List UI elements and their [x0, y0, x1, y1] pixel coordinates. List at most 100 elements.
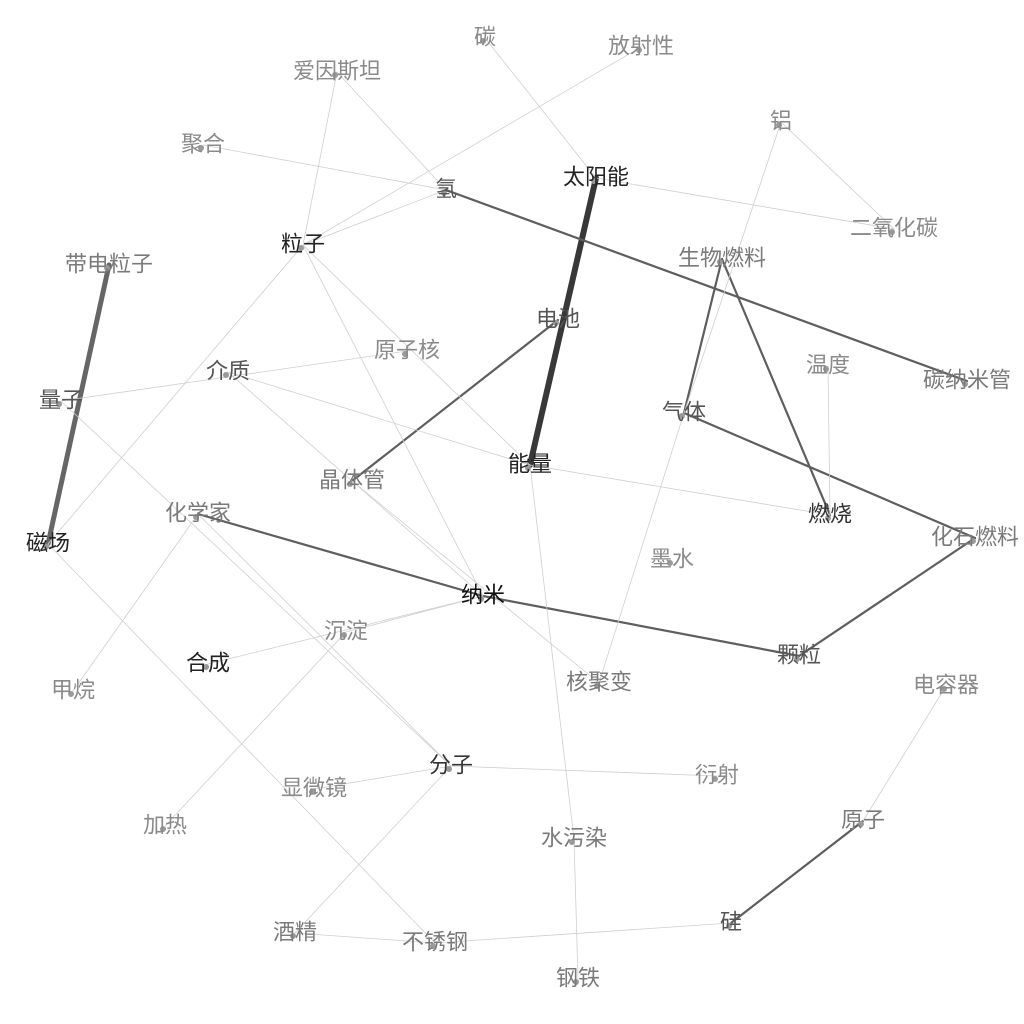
- edge-capacitor-atom: [862, 685, 947, 822]
- node-dot-charged_particle: [104, 265, 110, 271]
- node-dot-chemist: [193, 514, 199, 520]
- graph-node-labels: 碳放射性爱因斯坦铝聚合太阳能氢二氧化碳粒子生物燃料带电粒子电池原子核温度碳纳米管…: [26, 26, 1019, 992]
- node-label-polymerize: 聚合: [181, 133, 225, 158]
- node-label-nanotube: 碳纳米管: [923, 369, 1011, 394]
- node-label-battery: 电池: [536, 308, 580, 333]
- edge-molecule-alcohol: [294, 765, 452, 934]
- edge-chemist-nano: [196, 512, 485, 598]
- node-label-einstein: 爱因斯坦: [293, 60, 381, 85]
- node-label-synthesis: 合成: [186, 652, 230, 677]
- node-dot-precipitate: [341, 632, 347, 638]
- node-dot-co2: [889, 229, 895, 235]
- node-label-energy: 能量: [508, 453, 552, 478]
- graph-node-dots: [43, 38, 976, 985]
- node-label-medium: 介质: [206, 360, 250, 385]
- node-dot-nucleus: [402, 351, 408, 357]
- node-label-steel: 钢铁: [556, 967, 600, 992]
- node-dot-nanotube: [962, 381, 968, 387]
- node-label-solar: 太阳能: [563, 166, 629, 191]
- node-label-capacitor: 电容器: [913, 674, 979, 699]
- node-label-transistor: 晶体管: [319, 469, 385, 494]
- node-dot-stainless: [430, 943, 436, 949]
- edge-charged_particle-magnetic: [45, 262, 112, 547]
- node-dot-microscope: [309, 789, 315, 795]
- edge-nano-synthesis: [207, 595, 484, 665]
- edge-polymerize-hydrogen: [202, 144, 447, 191]
- edge-particle-magnetic: [47, 244, 304, 545]
- node-dot-quantum: [56, 401, 62, 407]
- edge-solar-energy: [527, 175, 599, 468]
- edge-stainless-silicon: [434, 922, 732, 944]
- node-label-precipitate: 沉淀: [324, 620, 368, 645]
- node-dot-medium: [223, 372, 229, 378]
- edge-aluminum-gas: [683, 121, 782, 414]
- node-label-aluminum: 铝: [770, 110, 792, 135]
- graph-edges: [45, 37, 977, 980]
- node-label-fission: 核聚变: [566, 671, 632, 696]
- node-label-water_pollution: 水污染: [541, 827, 607, 852]
- node-label-methane: 甲烷: [51, 679, 95, 704]
- node-label-radioactive: 放射性: [608, 35, 674, 60]
- node-label-heating: 加热: [143, 814, 187, 839]
- node-dot-water_pollution: [569, 839, 575, 845]
- edge-water_pollution-steel: [573, 838, 579, 980]
- node-dot-ink: [667, 560, 673, 566]
- edge-biofuel-gas: [682, 257, 724, 415]
- edge-energy-combustion: [529, 464, 831, 516]
- edge-fossil-granule: [797, 536, 977, 658]
- edge-einstein-hydrogen: [336, 71, 447, 191]
- node-dot-alcohol: [290, 933, 296, 939]
- node-label-magnetic: 磁场: [26, 532, 70, 557]
- node-dot-heating: [160, 826, 166, 832]
- node-label-gas: 气体: [662, 401, 706, 426]
- node-label-nucleus: 原子核: [374, 339, 440, 364]
- node-label-diffraction: 衍射: [695, 764, 739, 789]
- edge-battery-transistor: [350, 318, 560, 483]
- edge-aluminum-co2: [780, 121, 895, 230]
- node-label-granule: 颗粒: [777, 644, 821, 669]
- edge-quantum-molecule: [60, 400, 452, 767]
- node-dot-solar: [591, 178, 597, 184]
- edge-nano-granule: [481, 594, 801, 658]
- node-dot-methane: [68, 691, 74, 697]
- node-dot-aluminum: [776, 122, 782, 128]
- node-dot-battery: [553, 320, 559, 326]
- node-dot-silicon: [726, 923, 732, 929]
- edge-particle-nano: [302, 244, 484, 597]
- edge-carbon-solar: [484, 37, 597, 179]
- node-dot-particle: [298, 245, 304, 251]
- node-dot-synthesis: [203, 664, 209, 670]
- edge-precipitate-heating: [164, 631, 347, 827]
- edge-medium-energy: [227, 371, 531, 466]
- node-dot-molecule: [446, 766, 452, 772]
- edge-gas-fission: [598, 412, 685, 684]
- node-dot-temperature: [823, 366, 829, 372]
- node-dot-gas: [679, 413, 685, 419]
- edge-hydrogen-nanotube: [444, 188, 969, 383]
- edge-einstein-particle: [302, 71, 338, 246]
- node-label-charged_particle: 带电粒子: [65, 253, 153, 278]
- node-dot-carbon: [480, 38, 486, 44]
- edge-radioactive-particle: [302, 46, 642, 246]
- node-label-combustion: 燃烧: [808, 503, 852, 528]
- node-dot-steel: [573, 979, 579, 985]
- edge-particle-energy: [302, 244, 531, 466]
- node-label-chemist: 化学家: [165, 502, 231, 527]
- node-label-molecule: 分子: [429, 754, 473, 779]
- node-label-particle: 粒子: [281, 233, 325, 258]
- edge-quantum-nucleus: [60, 350, 408, 402]
- edge-temperature-combustion: [827, 365, 831, 516]
- edge-atom-silicon: [729, 819, 865, 925]
- node-label-silicon: 硅: [720, 911, 742, 936]
- node-label-biofuel: 生物燃料: [678, 247, 766, 272]
- node-label-microscope: 显微镜: [281, 777, 347, 802]
- node-dot-magnetic: [43, 544, 49, 550]
- node-dot-radioactive: [636, 47, 642, 53]
- node-label-nano: 纳米: [461, 584, 505, 609]
- edge-hydrogen-particle: [302, 189, 447, 246]
- node-label-alcohol: 酒精: [273, 921, 317, 946]
- node-label-quantum: 量子: [39, 389, 83, 414]
- node-dot-granule: [794, 656, 800, 662]
- node-dot-nano: [478, 596, 484, 602]
